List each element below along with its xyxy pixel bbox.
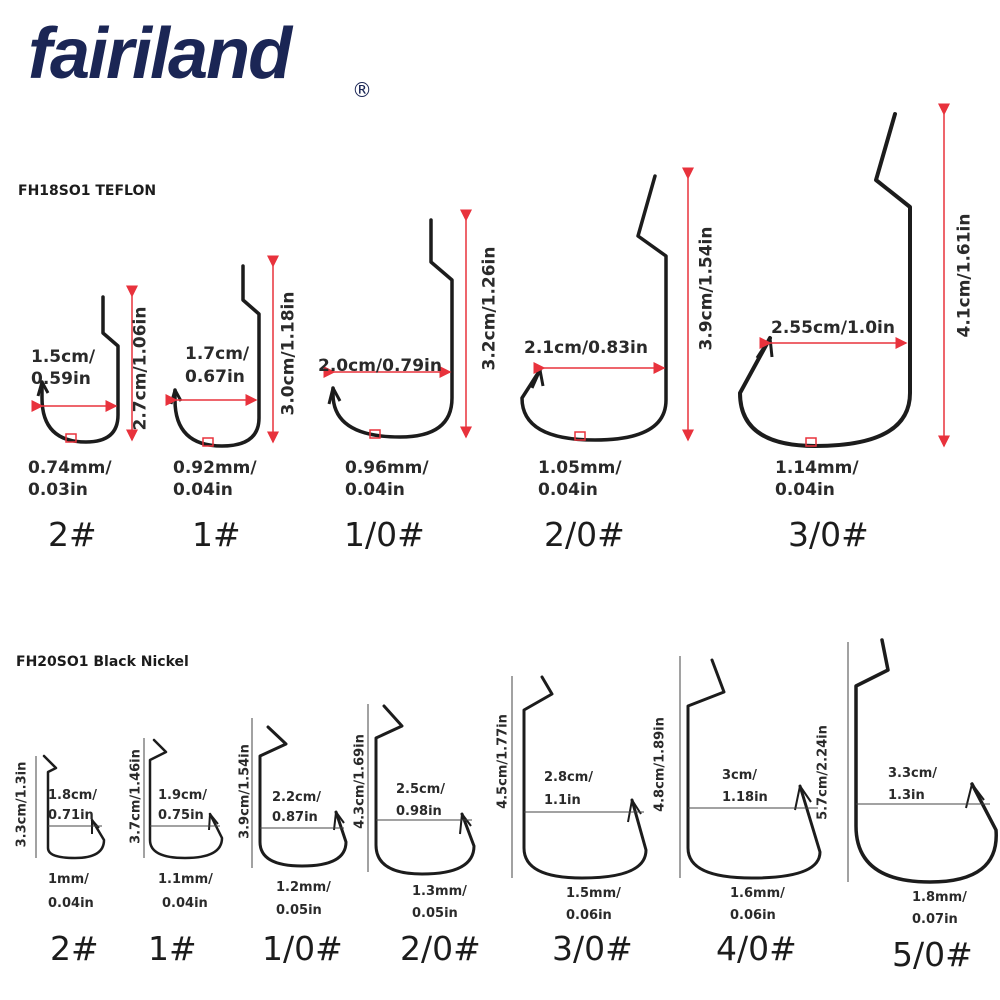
s2-3-0-gap-cm: 2.8cm/ [544, 770, 594, 785]
hook-s1-1 [165, 255, 279, 448]
s2-5-0-size: 5/0# [892, 935, 973, 974]
s2-1-0-length: 3.9cm/1.54in [237, 744, 253, 839]
s2-1-0-wire-mm: 1.2mm/ [276, 880, 331, 895]
s1-2-0-gap: 2.1cm/0.83in [524, 338, 648, 358]
s1-1-0-size: 1/0# [344, 515, 425, 554]
s2-3-0-length: 4.5cm/1.77in [495, 714, 511, 809]
s1-3-0-size: 3/0# [788, 515, 869, 554]
s1-1-0-length: 3.2cm/1.26in [479, 246, 500, 371]
s1-1-wire-mm: 0.92mm/ [173, 458, 257, 478]
registered-mark: ® [352, 78, 372, 102]
s2-2-wire-mm: 1mm/ [48, 872, 89, 887]
s2-4-0-wire-mm: 1.6mm/ [730, 886, 785, 901]
s1-2-size: 2# [48, 515, 97, 554]
s1-1-length: 3.0cm/1.18in [278, 291, 299, 416]
hook-s2-5-0 [847, 638, 998, 884]
s2-1-length: 3.7cm/1.46in [128, 749, 144, 844]
s2-2-0-length: 4.3cm/1.69in [352, 734, 368, 829]
s1-2-0-length: 3.9cm/1.54in [696, 226, 717, 351]
s2-1-gap-cm: 1.9cm/ [158, 788, 208, 803]
s2-2-wire-in: 0.04in [48, 896, 94, 911]
s1-2-wire-mm: 0.74mm/ [28, 458, 112, 478]
s2-1-size: 1# [148, 929, 197, 968]
s2-2-gap-cm: 1.8cm/ [48, 788, 98, 803]
s2-1-0-size: 1/0# [262, 929, 343, 968]
s1-1-gap-cm: 1.7cm/ [185, 344, 250, 364]
s2-1-wire-in: 0.04in [162, 896, 208, 911]
s2-3-0-size: 3/0# [552, 929, 633, 968]
s1-1-size: 1# [192, 515, 241, 554]
s2-1-0-gap-cm: 2.2cm/ [272, 790, 322, 805]
hook-s2-2-0 [367, 704, 476, 876]
series-title-teflon: FH18SO1 TEFLON [18, 183, 157, 199]
s2-2-size: 2# [50, 929, 99, 968]
s2-2-0-gap-in: 0.98in [396, 804, 442, 819]
s2-2-0-wire-mm: 1.3mm/ [412, 884, 467, 899]
s2-5-0-gap-in: 1.3in [888, 788, 925, 803]
s2-1-0-wire-in: 0.05in [276, 903, 322, 918]
hook-s2-2 [35, 754, 106, 860]
s1-3-0-length: 4.1cm/1.61in [954, 213, 975, 338]
s2-1-wire-mm: 1.1mm/ [158, 872, 213, 887]
s1-2-gap-cm: 1.5cm/ [31, 347, 96, 367]
brand-logo: fairiland [28, 14, 292, 94]
s2-4-0-wire-in: 0.06in [730, 908, 776, 923]
s2-2-length: 3.3cm/1.3in [14, 761, 30, 848]
hook-s1-3-0 [738, 103, 950, 448]
s2-4-0-size: 4/0# [716, 929, 797, 968]
s2-3-0-wire-mm: 1.5mm/ [566, 886, 621, 901]
s1-2-length: 2.7cm/1.06in [130, 306, 151, 431]
s1-3-0-wire-in: 0.04in [775, 480, 835, 500]
s1-2-gap-in: 0.59in [31, 369, 91, 389]
s2-2-gap-in: 0.71in [48, 808, 94, 823]
s1-3-0-wire-mm: 1.14mm/ [775, 458, 859, 478]
s1-1-0-wire-mm: 0.96mm/ [345, 458, 429, 478]
s1-2-0-wire-mm: 1.05mm/ [538, 458, 622, 478]
s1-1-wire-in: 0.04in [173, 480, 233, 500]
s2-3-0-wire-in: 0.06in [566, 908, 612, 923]
hook-s1-1-0 [323, 209, 472, 439]
hook-s2-4-0 [679, 656, 822, 880]
s2-4-0-gap-cm: 3cm/ [722, 768, 758, 783]
s1-1-0-wire-in: 0.04in [345, 480, 405, 500]
s1-2-wire-in: 0.03in [28, 480, 88, 500]
s2-5-0-wire-in: 0.07in [912, 912, 958, 927]
s1-2-0-size: 2/0# [544, 515, 625, 554]
s2-5-0-length: 5.7cm/2.24in [815, 725, 831, 820]
hook-s2-1-0 [251, 718, 348, 868]
s2-1-gap-in: 0.75in [158, 808, 204, 823]
s2-3-0-gap-in: 1.1in [544, 793, 581, 808]
s2-5-0-gap-cm: 3.3cm/ [888, 766, 938, 781]
s2-5-0-wire-mm: 1.8mm/ [912, 890, 967, 905]
series-title-black-nickel: FH20SO1 Black Nickel [16, 654, 189, 670]
s2-2-0-wire-in: 0.05in [412, 906, 458, 921]
s2-4-0-length: 4.8cm/1.89in [652, 717, 668, 812]
s1-1-0-gap: 2.0cm/0.79in [318, 356, 442, 376]
s2-4-0-gap-in: 1.18in [722, 790, 768, 805]
hook-s1-2 [31, 285, 138, 444]
hook-s2-1 [143, 738, 224, 860]
s1-3-0-gap: 2.55cm/1.0in [771, 318, 895, 338]
hook-s1-2-0 [520, 167, 694, 442]
s2-2-0-gap-cm: 2.5cm/ [396, 782, 446, 797]
s1-1-gap-in: 0.67in [185, 367, 245, 387]
hook-s2-3-0 [511, 675, 648, 880]
s2-2-0-size: 2/0# [400, 929, 481, 968]
s2-1-0-gap-in: 0.87in [272, 810, 318, 825]
s1-2-0-wire-in: 0.04in [538, 480, 598, 500]
